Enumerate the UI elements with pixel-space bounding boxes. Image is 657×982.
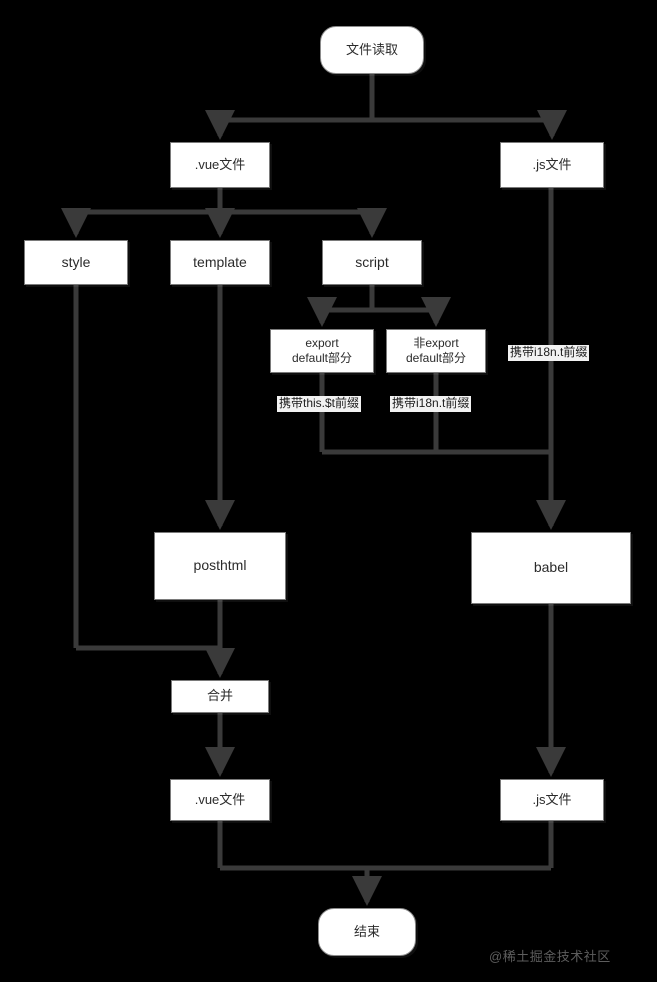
node-posthtml-label: posthtml [193,557,247,574]
node-style[interactable]: style [24,240,128,285]
node-vue-file[interactable]: .vue文件 [170,142,270,188]
node-end-label: 结束 [353,923,380,939]
node-js-file-label: .js文件 [532,156,572,172]
edge-label-js-i18n-prefix: 携带i18n.t前缀 [508,345,590,361]
node-end[interactable]: 结束 [318,908,416,956]
node-vue-file-label: .vue文件 [194,156,246,172]
node-js-file[interactable]: .js文件 [500,142,604,188]
node-posthtml[interactable]: posthtml [154,532,286,600]
node-start[interactable]: 文件读取 [320,26,424,74]
node-template-label: template [193,253,247,270]
node-template[interactable]: template [170,240,270,285]
node-output-vue-file-label: .vue文件 [194,791,246,807]
node-non-export-default-label: 非export default部分 [405,336,467,365]
node-output-js-file[interactable]: .js文件 [500,779,604,821]
edge-label-non-export-default-i18n-prefix: 携带i18n.t前缀 [390,396,472,412]
node-babel-label: babel [533,559,569,576]
edge-label-export-default-this-t-prefix: 携带this.$t前缀 [277,396,362,412]
node-style-label: style [61,253,91,270]
node-output-vue-file[interactable]: .vue文件 [170,779,270,821]
node-output-js-file-label: .js文件 [532,791,572,807]
node-non-export-default[interactable]: 非export default部分 [386,329,486,373]
node-script[interactable]: script [322,240,422,285]
node-babel[interactable]: babel [471,532,631,604]
node-start-label: 文件读取 [345,41,398,57]
node-export-default-label: export default部分 [291,336,353,365]
node-script-label: script [355,253,389,270]
node-export-default[interactable]: export default部分 [270,329,374,373]
node-merge[interactable]: 合并 [171,680,269,713]
watermark: @稀土掘金技术社区 [489,949,611,964]
node-merge-label: 合并 [206,688,233,704]
